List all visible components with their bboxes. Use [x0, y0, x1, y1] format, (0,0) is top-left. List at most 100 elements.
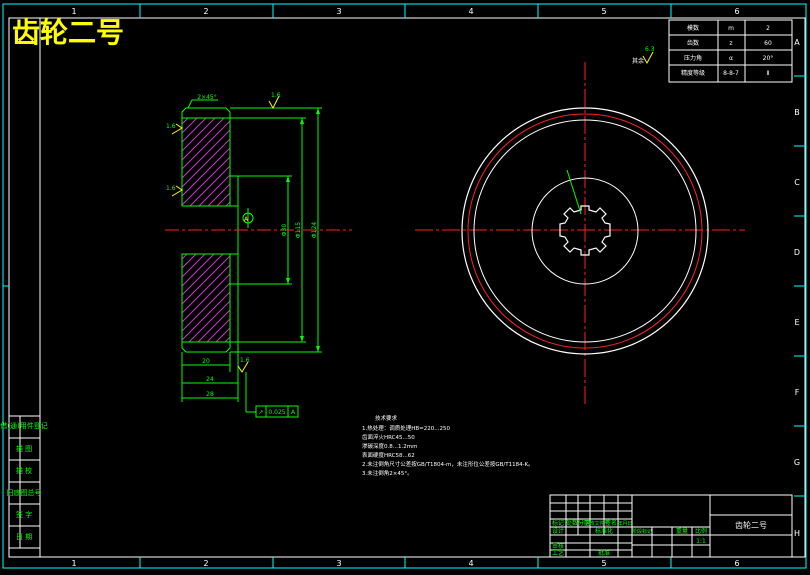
side-label-strip: 借(通)用件登记 描 图 描 校 旧底图总号 签 字 日 期	[0, 415, 48, 549]
col-label-6: 6	[734, 7, 739, 16]
tech-line-4: 表面硬度HRC58...62	[362, 451, 415, 459]
col-label-2-bottom: 2	[203, 559, 208, 568]
spec-name-3: 压力角	[684, 54, 702, 62]
col-label-6-bottom: 6	[734, 559, 739, 568]
spec-symbol-1: m	[728, 25, 734, 32]
spline-bore	[559, 205, 611, 256]
dim-root: Φ115	[295, 222, 302, 238]
runout-tolerance-frame: ↗ 0.025 A	[255, 405, 299, 418]
spec-value-4: Ⅱ	[767, 70, 770, 77]
row-label-e: E	[794, 318, 799, 327]
approve-label: 批准	[598, 549, 610, 557]
col-label-5-bottom: 5	[601, 559, 606, 568]
spec-name-4: 精度等级	[681, 69, 705, 77]
role-process: 工艺	[552, 549, 564, 557]
rev-header-6: 年月日	[617, 520, 632, 527]
dim-outer: Φ124	[311, 222, 318, 238]
row-label-h: H	[794, 529, 800, 538]
scale-value: 1:1	[696, 538, 706, 545]
stage-label-2: 重量	[676, 527, 688, 535]
roughness-other-value: 6.3	[645, 46, 655, 53]
rev-header-5: 签名	[605, 519, 617, 527]
rim-upper-hatch	[182, 118, 230, 206]
rim-lower-hatch	[182, 254, 230, 342]
spec-symbol-2: z	[729, 40, 732, 47]
tech-requirements: 技术要求 1.热处理：调质处理HB=220...250 齿面淬火HRC45...…	[362, 414, 534, 477]
row-label-d: D	[794, 248, 800, 257]
gear-section-view: 2×45° Φ30 Φ115 Φ124 20 24 28 A 1.6 1.6 1…	[165, 92, 352, 418]
tolerance-value: 0.025	[268, 409, 285, 416]
tech-line-6: 3.未注倒角2×45°。	[362, 469, 413, 477]
side-label-6: 日 期	[16, 533, 32, 541]
col-label-3: 3	[336, 7, 341, 16]
tech-line-1: 1.热处理：调质处理HB=220...250	[362, 424, 451, 432]
row-label-c: C	[794, 178, 800, 187]
tech-line-5: 2.未注倒角尺寸公差按GB/T1804-m，未注形位公差按GB/T1184-K。	[362, 460, 534, 468]
roughness-other-label: 其余	[632, 57, 644, 65]
spec-value-3: 20°	[763, 55, 774, 62]
roughness-other-symbol: 其余 6.3	[632, 46, 655, 65]
stage-label-3: 比例	[695, 527, 707, 535]
roughness-bore-value: 1.6	[240, 357, 250, 364]
frame-labels: 1 2 3 4 5 6 1 2 3 4 5 6 A B C D E F G H	[71, 7, 800, 568]
bore-leader-line	[566, 169, 582, 215]
dedendum-circle	[473, 119, 697, 343]
tech-line-3: 渗碳深度0.8...1.2mm	[362, 442, 417, 450]
datum-label: A	[244, 216, 249, 223]
dim-width-total: 28	[206, 391, 214, 398]
side-label-5: 签 字	[16, 510, 32, 519]
col-label-2: 2	[203, 7, 208, 16]
roughness-rim-value: 1.6	[271, 92, 281, 99]
spec-name-2: 齿数	[687, 39, 699, 47]
std-label: 标准化	[595, 527, 613, 535]
chamfer-label: 2×45°	[197, 94, 216, 101]
spec-value-1: 2	[766, 25, 770, 32]
gear-spec-table: 模数 m 2 齿数 z 60 压力角 α 20° 精度等级 8-8-7 Ⅱ	[668, 19, 793, 83]
row-label-f: F	[795, 388, 800, 397]
tech-title: 技术要求	[375, 414, 398, 422]
spec-name-1: 模数	[687, 24, 699, 32]
side-label-2: 描 图	[16, 444, 32, 453]
row-label-b: B	[794, 108, 800, 117]
side-label-1: 借(通)用件登记	[0, 421, 47, 430]
role-review: 审核	[552, 542, 564, 550]
addendum-circle	[461, 107, 709, 355]
spec-symbol-4: 8-8-7	[723, 70, 739, 77]
dim-width-inner: 20	[202, 358, 210, 365]
col-label-1-bottom: 1	[71, 559, 76, 568]
side-label-4: 旧底图总号	[7, 488, 42, 497]
stage-label-1: 阶段标记	[632, 528, 652, 535]
tolerance-datum: A	[291, 409, 296, 416]
title-block: 齿轮二号 标记 处数 分区 更改文件号 签名 年月日 设计 审核 工艺 标准化 …	[549, 494, 793, 558]
roughness-side-upper: 1.6	[166, 123, 183, 135]
rev-header-2: 处数	[566, 519, 578, 527]
col-label-4: 4	[468, 7, 473, 16]
dim-width-mid: 24	[206, 376, 214, 383]
spec-value-2: 60	[764, 40, 772, 47]
col-label-4-bottom: 4	[468, 559, 473, 568]
col-label-1: 1	[71, 7, 76, 16]
drawing-frame	[2, 3, 807, 569]
col-label-3-bottom: 3	[336, 559, 341, 568]
roughness-side-lower: 1.6	[166, 185, 183, 197]
dim-bore: Φ30	[281, 224, 288, 237]
title-block-part-name: 齿轮二号	[735, 520, 767, 530]
rev-header-4: 更改文件号	[584, 520, 609, 527]
tech-line-2: 齿面淬火HRC45...50	[362, 433, 415, 441]
row-label-g: G	[794, 458, 800, 467]
pitch-circle	[467, 113, 703, 349]
hub-circle	[531, 177, 639, 285]
col-label-5: 5	[601, 7, 606, 16]
roughness-rim: 1.6	[268, 92, 281, 110]
roughness-side-lower-value: 1.6	[166, 185, 176, 192]
roughness-side-upper-value: 1.6	[166, 123, 176, 130]
drawing-title: 齿轮二号	[12, 16, 124, 49]
rev-header-1: 标记	[552, 519, 564, 527]
spec-symbol-3: α	[729, 55, 733, 62]
row-label-a: A	[794, 38, 800, 47]
roughness-bore: 1.6	[237, 357, 250, 373]
role-design: 设计	[552, 527, 564, 535]
rev-header-3: 分区	[578, 519, 590, 527]
